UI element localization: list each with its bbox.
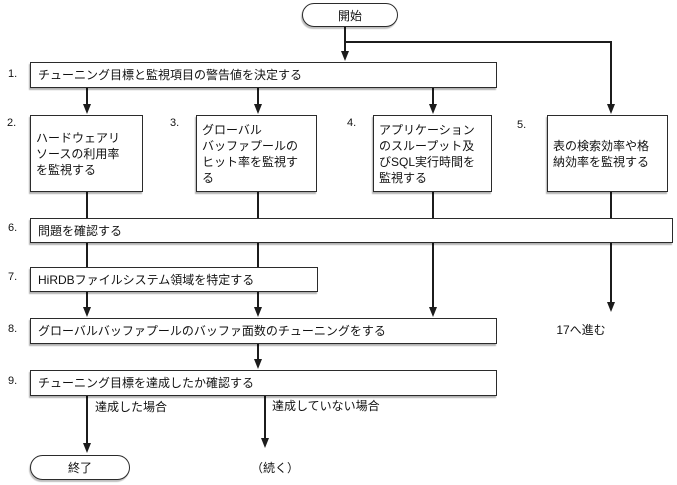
arrow-into-step8-mid [254,307,262,317]
branch-label-not-achieved: 達成していない場合 [272,399,380,413]
flow-line-step5-to-goto17 [610,192,612,302]
arrow-into-step3 [254,104,262,114]
step-box-2: ハードウェアリ ソースの利用率 を監視する [30,115,143,192]
flow-line-top-branch [344,41,612,43]
start-terminal-label: 開始 [337,8,362,23]
step-number-5: 5. [517,119,527,131]
flow-line-step9-to-continue [264,396,266,438]
step-number-8: 8. [8,323,18,335]
arrow-into-step2 [83,104,91,114]
branch-label-achieved: 達成した場合 [95,400,168,414]
step-text-4-line2: のスループット及 [379,138,475,153]
step-text-3-line2: バッファプールの [202,138,299,153]
flow-line-branch-to-step5 [610,42,612,104]
step-box-4: アプリケーション のスループット及 びSQL実行時間を 監視する [373,115,492,192]
step-text-4-line4: 監視する [379,170,428,185]
step-number-9: 9. [8,375,18,387]
step-box-7: HiRDBファイルシステム領域を特定する [30,267,318,292]
flow-line-start-to-step1 [344,27,346,51]
step-box-9: チューニング目標を達成したか確認する [30,370,497,396]
flow-line-step3-to-step8 [257,192,259,307]
step-text-5-line1: 表の検索効率や格 [553,138,650,153]
step-text-4-line1: アプリケーション [379,122,475,137]
arrow-into-step8-right [429,307,437,317]
arrow-into-continue [261,438,269,448]
step-text-9: チューニング目標を達成したか確認する [38,376,255,390]
arrow-into-goto17 [607,302,615,312]
step-number-4: 4. [347,117,357,129]
step-text-3-line4: る [202,170,215,185]
step-box-3: グローバル バッファプールの ヒット率を監視す る [196,115,317,192]
step-text-2-line2: ソースの利用率 [36,146,120,161]
flow-line-step1-to-step2 [86,88,88,104]
arrow-into-step8-left [83,307,91,317]
step-text-2-line1: ハードウェアリ [36,130,121,145]
step-box-5: 表の検索効率や格 納効率を監視する [547,115,668,192]
step-text-7: HiRDBファイルシステム領域を特定する [38,272,255,287]
start-terminal: 開始 [302,3,398,27]
step-number-3: 3. [170,117,180,129]
arrow-into-step9 [254,359,262,369]
step-box-8: グローバルバッファプールのバッファ面数のチューニングをする [30,318,497,344]
end-terminal-label: 終了 [67,461,92,475]
step-text-2-line3: を監視する [36,162,97,177]
step-text-5-line2: 納効率を監視する [553,154,650,169]
step-box-1: チューニング目標と監視項目の警告値を決定する [30,62,497,88]
continue-label: （続く） [250,461,299,475]
arrow-into-step1 [341,51,349,61]
flow-line-step9-to-end [86,396,88,443]
step-number-1: 1. [8,68,18,80]
arrow-into-step5 [607,104,615,114]
flow-line-step1-to-step3 [257,88,259,104]
flow-line-step2-to-step8 [86,192,88,307]
flow-line-step4-to-step8 [432,192,434,307]
step-text-8: グローバルバッファプールのバッファ面数のチューニングをする [38,324,386,338]
step-box-6: 問題を確認する [30,218,673,243]
end-terminal: 終了 [30,455,130,480]
goto-17-label: 17へ進む [556,323,606,337]
step-number-2: 2. [7,117,17,129]
arrow-into-end [83,443,91,453]
step-text-6: 問題を確認する [38,223,123,238]
step-text-4-line3: びSQL実行時間を [379,154,476,169]
arrow-into-step4 [429,104,437,114]
step-number-6: 6. [8,222,18,234]
step-number-7: 7. [8,271,18,283]
flow-line-step8-to-step9 [257,344,259,359]
step-text-3-line1: グローバル [202,122,262,137]
flow-line-step1-to-step4 [432,88,434,104]
step-text-1: チューニング目標と監視項目の警告値を決定する [38,68,303,82]
step-text-3-line3: ヒット率を監視す [202,154,299,169]
